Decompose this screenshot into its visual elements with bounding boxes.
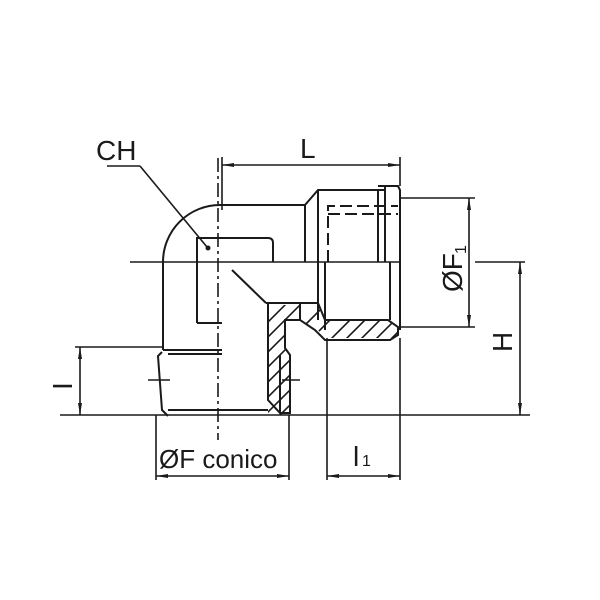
dimension-of-conico: ØF conico xyxy=(155,415,290,480)
label-ch: CH xyxy=(96,135,136,166)
label-l1-sub: 1 xyxy=(362,453,371,470)
dimension-l: L xyxy=(221,133,401,210)
section-hatch-vertical xyxy=(266,302,301,415)
label-of-conico: ØF conico xyxy=(159,444,278,474)
conical-thread xyxy=(148,351,300,417)
dimension-h: H xyxy=(487,262,522,415)
label-l1: l xyxy=(353,441,359,472)
label-of1: ØF xyxy=(437,253,468,292)
center-lines xyxy=(60,158,530,440)
ch-leader: CH xyxy=(96,135,211,251)
label-i: I xyxy=(47,382,78,390)
label-of1-sub: 1 xyxy=(453,245,470,254)
label-h: H xyxy=(487,332,518,352)
label-l: L xyxy=(300,133,316,164)
fitting-body xyxy=(162,185,401,351)
dimension-l1: l 1 xyxy=(326,338,401,480)
dimension-i: I xyxy=(47,346,162,415)
dimension-of1: ØF 1 xyxy=(400,197,475,328)
